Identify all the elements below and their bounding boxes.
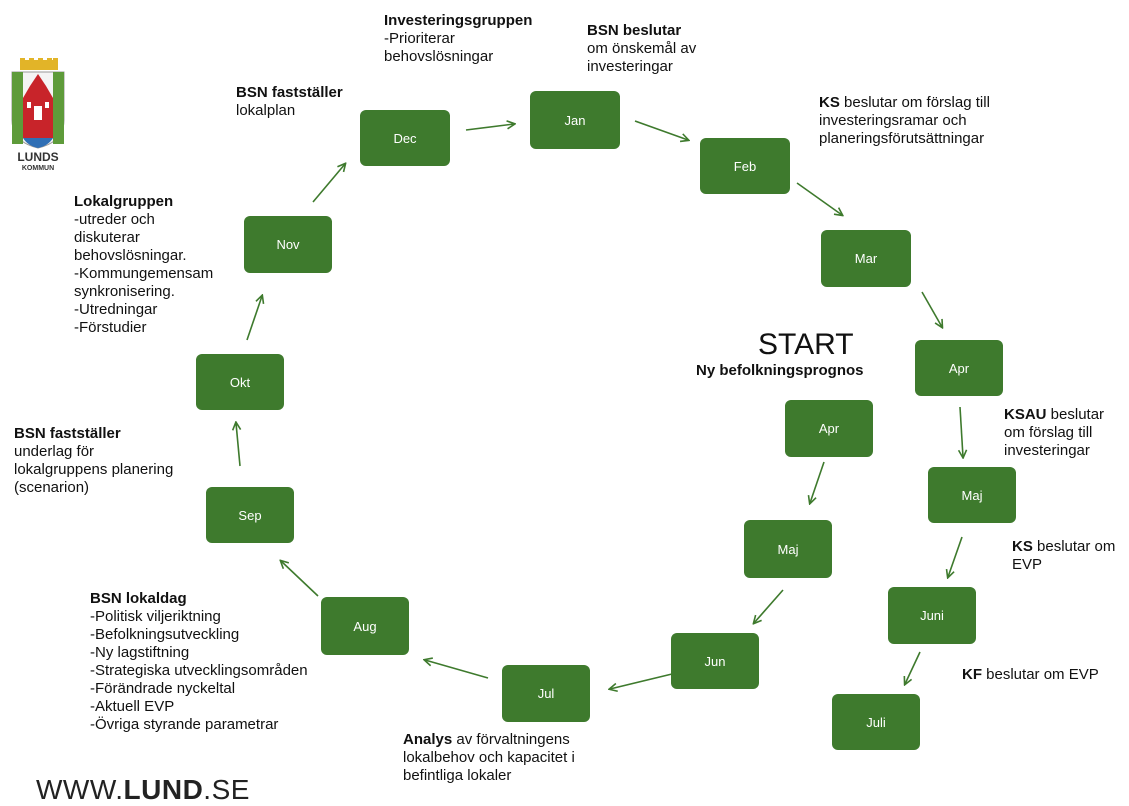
- month-box-jul: Jul: [502, 665, 590, 722]
- month-box-juli: Juli: [832, 694, 920, 750]
- arrow-dec-jan: [465, 124, 514, 131]
- note-bsn-beslutar-title: BSN beslutar: [587, 22, 682, 39]
- month-box-mar: Mar: [821, 230, 911, 287]
- note-bsn-faststaller-lokalplan-line: lokalplan: [236, 102, 296, 119]
- note-analys-line: lokalbehov och kapacitet i: [403, 749, 575, 766]
- note-bsn-faststaller-lokalplan: BSN fastställer lokalplan: [236, 84, 343, 120]
- note-bsn-faststaller-underlag-title: BSN fastställer: [14, 425, 121, 442]
- note-bsn-beslutar: BSN beslutar om önskemål av investeringa…: [587, 22, 696, 76]
- note-ksau-title: KSAU: [1004, 406, 1047, 423]
- arrow-feb-mar: [796, 182, 842, 215]
- arrow-okt-nov: [246, 296, 262, 341]
- note-bsn-lokaldag: BSN lokaldag -Politisk viljeriktning -Be…: [90, 590, 308, 734]
- note-bsn-lokaldag-title: BSN lokaldag: [90, 590, 187, 607]
- arrow-apr-maj: [960, 406, 963, 457]
- note-lokalgruppen-title: Lokalgruppen: [74, 193, 174, 210]
- note-ks-beslutar-ramar-line: planeringsförutsättningar: [819, 130, 985, 147]
- note-ksau-line: investeringar: [1004, 442, 1090, 459]
- month-box-sep: Sep: [206, 487, 294, 543]
- note-ksau: KSAU beslutar om förslag till investerin…: [1004, 406, 1104, 460]
- note-kf-beslutar: KF beslutar om EVP: [962, 666, 1099, 684]
- month-box-apr-outer: Apr: [915, 340, 1003, 396]
- month-box-okt: Okt: [196, 354, 284, 410]
- arrow-sep-okt: [236, 423, 240, 467]
- note-analys: Analys av förvaltningens lokalbehov och …: [403, 731, 575, 785]
- note-analys-rest: av förvaltningens: [452, 731, 570, 748]
- month-box-dec: Dec: [360, 110, 450, 166]
- note-lokalgruppen-line: -Utredningar: [74, 301, 158, 318]
- lunds-kommun-crest-icon: [11, 58, 65, 149]
- start-subtitle: Ny befolkningsprognos: [696, 362, 864, 379]
- month-box-feb: Feb: [700, 138, 790, 194]
- note-bsn-lokaldag-line: -Befolkningsutveckling: [90, 626, 240, 643]
- note-ks-beslutar-evp-rest: beslutar om: [1032, 538, 1116, 555]
- logo-text: LUNDS KOMMUN: [8, 150, 68, 174]
- arrow-mar-apr: [921, 291, 942, 327]
- arrow-aug-sep: [281, 561, 319, 597]
- note-bsn-lokaldag-line: -Övriga styrande parametrar: [90, 716, 279, 733]
- note-bsn-faststaller-underlag-line: underlag för: [14, 443, 95, 460]
- footer-brand: LUND: [123, 774, 204, 805]
- footer-suffix: .SE: [203, 774, 250, 805]
- arrow-aprin-majin: [810, 461, 825, 503]
- footer-url: WWW.LUND.SE: [36, 774, 250, 806]
- note-lokalgruppen-line: -Förstudier: [74, 319, 147, 336]
- arrow-jul-aug: [425, 660, 489, 679]
- note-ks-beslutar-ramar-line: investeringsramar och: [819, 112, 967, 129]
- note-investeringsgruppen: Investeringsgruppen -Prioriterar behovsl…: [384, 12, 532, 66]
- note-ks-beslutar-ramar-title: KS: [819, 94, 840, 111]
- note-bsn-faststaller-lokalplan-title: BSN fastställer: [236, 84, 343, 101]
- arrow-nov-dec: [312, 164, 345, 203]
- note-ks-beslutar-evp-line: EVP: [1012, 556, 1043, 573]
- month-box-jun: Jun: [671, 633, 759, 689]
- month-box-apr-inner: Apr: [785, 400, 873, 457]
- start-title: START: [758, 328, 854, 361]
- note-lokalgruppen-line: diskuterar: [74, 229, 140, 246]
- month-box-jan: Jan: [530, 91, 620, 149]
- note-analys-line: befintliga lokaler: [403, 767, 512, 784]
- month-box-aug: Aug: [321, 597, 409, 655]
- note-ksau-line: om förslag till: [1004, 424, 1093, 441]
- month-box-nov: Nov: [244, 216, 332, 273]
- month-box-maj-inner: Maj: [744, 520, 832, 578]
- note-bsn-faststaller-underlag: BSN fastställer underlag för lokalgruppe…: [14, 425, 173, 497]
- note-bsn-lokaldag-line: -Strategiska utvecklingsområden: [90, 662, 308, 679]
- note-analys-title: Analys: [403, 731, 453, 748]
- note-kf-beslutar-title: KF: [962, 666, 982, 683]
- note-lokalgruppen-line: behovslösningar.: [74, 247, 187, 264]
- arrow-jan-feb: [634, 120, 688, 140]
- note-ks-beslutar-evp-title: KS: [1012, 538, 1033, 555]
- logo-line-1: LUNDS: [17, 150, 59, 164]
- note-bsn-lokaldag-line: -Aktuell EVP: [90, 698, 175, 715]
- note-lokalgruppen-line: -utreder och: [74, 211, 155, 228]
- footer-prefix: WWW.: [36, 774, 124, 805]
- note-investeringsgruppen-line: -Prioriterar: [384, 30, 455, 47]
- month-box-maj-outer: Maj: [928, 467, 1016, 523]
- note-bsn-lokaldag-line: -Förändrade nyckeltal: [90, 680, 236, 697]
- note-bsn-lokaldag-line: -Ny lagstiftning: [90, 644, 190, 661]
- note-bsn-lokaldag-line: -Politisk viljeriktning: [90, 608, 221, 625]
- note-ks-beslutar-ramar-rest: beslutar om förslag till: [839, 94, 990, 111]
- note-bsn-beslutar-line: investeringar: [587, 58, 673, 75]
- note-lokalgruppen-line: -Kommungemensam: [74, 265, 214, 282]
- arrow-majin-jun: [754, 589, 784, 623]
- arrow-jun-jul: [610, 673, 673, 689]
- note-ks-beslutar-evp: KS beslutar om EVP: [1012, 538, 1129, 574]
- note-investeringsgruppen-line: behovslösningar: [384, 48, 494, 65]
- logo-line-2: KOMMUN: [21, 165, 55, 172]
- note-lokalgruppen: Lokalgruppen -utreder och diskuterar beh…: [74, 193, 213, 337]
- note-bsn-faststaller-underlag-line: (scenarion): [14, 479, 90, 496]
- note-ksau-rest: beslutar: [1046, 406, 1105, 423]
- note-bsn-beslutar-line: om önskemål av: [587, 40, 697, 57]
- note-kf-beslutar-rest: beslutar om EVP: [982, 666, 1099, 683]
- arrow-maj-juni: [948, 536, 963, 577]
- note-investeringsgruppen-title: Investeringsgruppen: [384, 12, 533, 29]
- arrow-juni-juli: [905, 651, 921, 684]
- note-lokalgruppen-line: synkronisering.: [74, 283, 175, 300]
- note-ks-beslutar-ramar: KS beslutar om förslag till investerings…: [819, 94, 990, 148]
- month-box-juni: Juni: [888, 587, 976, 644]
- note-bsn-faststaller-underlag-line: lokalgruppens planering: [14, 461, 174, 478]
